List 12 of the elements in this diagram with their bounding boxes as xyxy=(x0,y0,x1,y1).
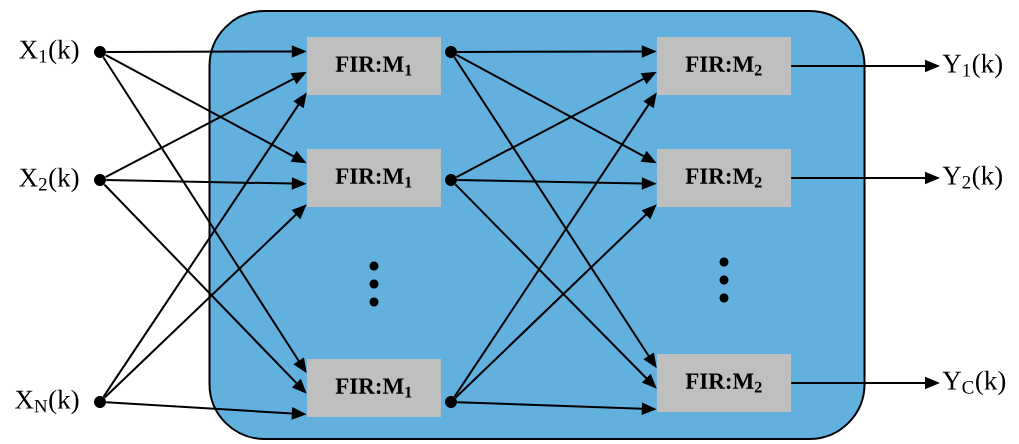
filter-box: FIR:M$_{1}$ xyxy=(307,359,441,417)
filter-box: FIR:M$_{2}$ xyxy=(657,354,791,412)
filter-box: FIR:M$_{1}$ xyxy=(307,37,441,95)
output-label: Y$_{1}$(k) xyxy=(942,53,1002,79)
input-label: X$_{N}$(k) xyxy=(15,389,79,415)
filter-box: FIR:M$_{2}$ xyxy=(657,149,791,207)
input-label: X$_{2}$(k) xyxy=(19,167,79,193)
input-label: X$_{1}$(k) xyxy=(19,39,79,65)
output-label: Y$_{C}$(k) xyxy=(942,370,1006,396)
output-label: Y$_{2}$(k) xyxy=(942,165,1002,191)
filter-box: FIR:M$_{2}$ xyxy=(657,37,791,95)
filter-box: FIR:M$_{1}$ xyxy=(307,149,441,207)
